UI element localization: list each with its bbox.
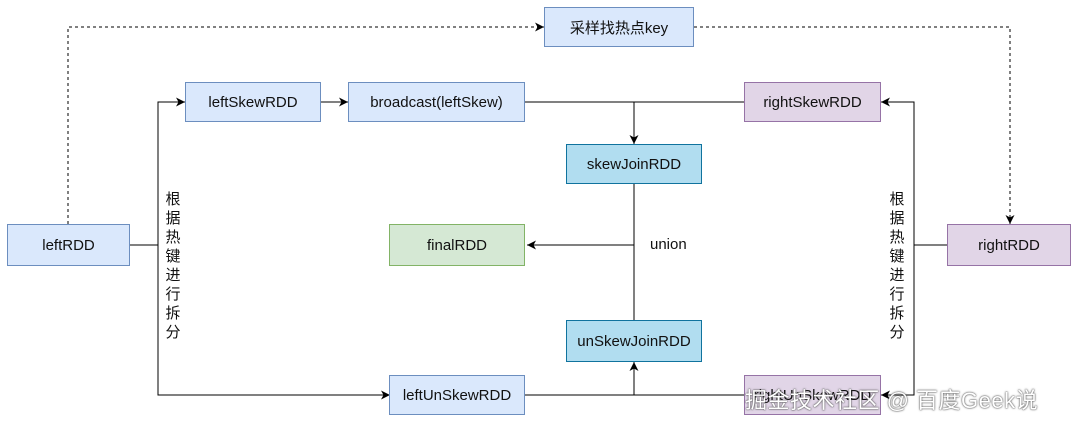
- edge-right-split: [881, 97, 947, 246]
- node-sample-hot-key: 采样找热点key: [544, 7, 694, 47]
- watermark: 掘金技术社区 @ 百度Geek说: [745, 388, 1039, 413]
- edge-right-split-down: [881, 245, 915, 400]
- edge-left-split: [130, 97, 185, 246]
- edge-left-split-down: [157, 245, 390, 400]
- node-right-un-skew-rdd: rightUnSkewRDD: [744, 375, 881, 415]
- node-left-un-skew-rdd: leftUnSkewRDD: [389, 375, 525, 415]
- node-right-rdd: rightRDD: [947, 224, 1071, 266]
- edge-sample-to-right: [694, 26, 1015, 224]
- node-left-rdd: leftRDD: [7, 224, 130, 266]
- node-broadcast: broadcast(leftSkew): [348, 82, 525, 122]
- node-skew-join-rdd: skewJoinRDD: [566, 144, 702, 184]
- label-split-right: 根据热键进行拆分: [889, 191, 905, 341]
- label-split-left: 根据热键进行拆分: [165, 191, 181, 341]
- node-right-skew-rdd: rightSkewRDD: [744, 82, 881, 122]
- node-final-rdd: finalRDD: [389, 224, 525, 266]
- edge-left-to-sample: [67, 22, 544, 224]
- label-union: union: [648, 236, 689, 253]
- node-un-skew-join-rdd: unSkewJoinRDD: [566, 320, 702, 362]
- node-left-skew-rdd: leftSkewRDD: [185, 82, 321, 122]
- edge-rightskew-to-skewjoin: [629, 101, 744, 144]
